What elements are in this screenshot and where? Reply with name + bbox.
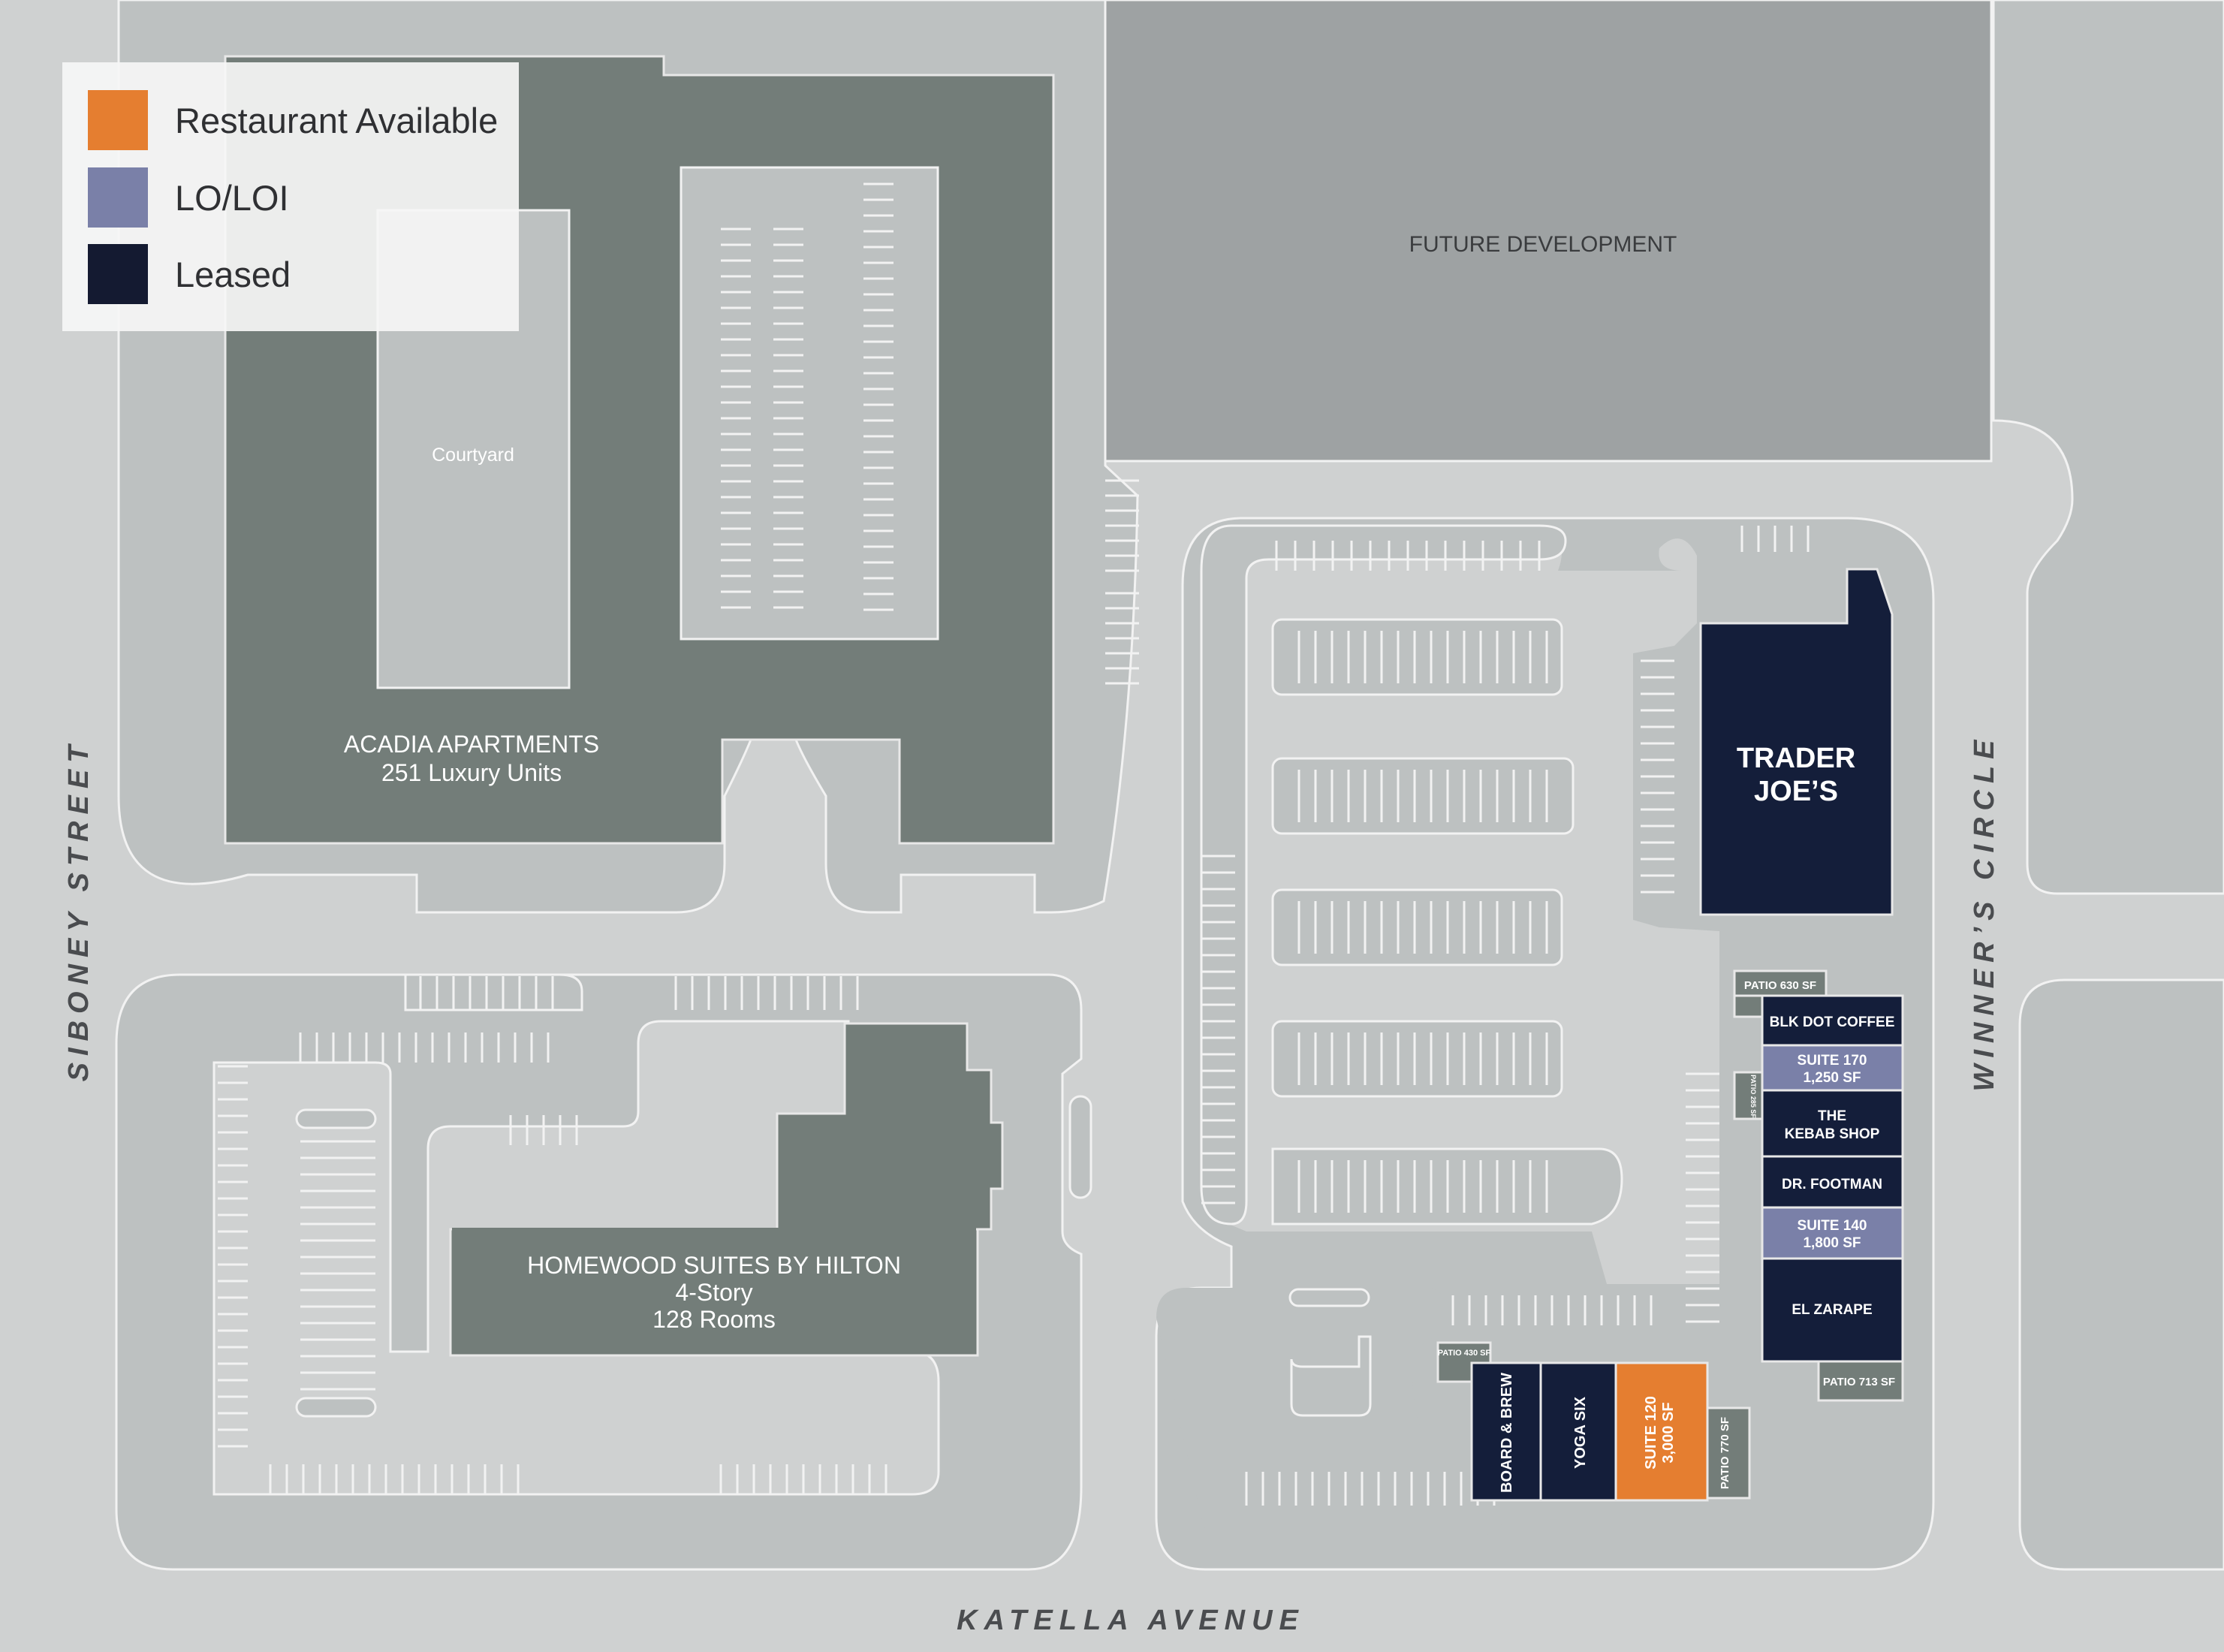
suite-120[interactable] bbox=[1614, 1361, 1709, 1502]
suite-170-size: 1,250 SF bbox=[1803, 1070, 1861, 1086]
el-zarape-suite[interactable] bbox=[1761, 1257, 1904, 1363]
yoga-six-label: YOGA SIX bbox=[1572, 1396, 1589, 1469]
patio-630-label: PATIO 630 SF bbox=[1744, 979, 1816, 992]
kebab-shop-suite[interactable] bbox=[1761, 1089, 1904, 1158]
suite-170[interactable] bbox=[1761, 1044, 1904, 1092]
apartments-units: 251 Luxury Units bbox=[381, 759, 562, 786]
patio-430-label: PATIO 430 SF bbox=[1438, 1349, 1491, 1358]
suite-170-label: SUITE 170 bbox=[1798, 1053, 1867, 1069]
legend: Restaurant Available LO/LOI Leased bbox=[62, 62, 519, 331]
hotel-wing bbox=[776, 1022, 1004, 1231]
legend-label: LO/LOI bbox=[175, 177, 289, 218]
future-development-label: FUTURE DEVELOPMENT bbox=[1409, 232, 1677, 257]
kebab-shop-label: KEBAB SHOP bbox=[1785, 1126, 1880, 1142]
patio-630 bbox=[1733, 969, 1828, 997]
legend-swatch bbox=[88, 244, 148, 304]
kebab-shop-label: THE bbox=[1818, 1108, 1846, 1124]
apartments-name: ACADIA APARTMENTS bbox=[344, 731, 599, 758]
patio-770-label: PATIO 770 SF bbox=[1719, 1417, 1731, 1489]
legend-swatch bbox=[88, 167, 148, 228]
retail-parking-bays bbox=[1271, 618, 1623, 1225]
suite-140-label: SUITE 140 bbox=[1798, 1218, 1867, 1234]
siboney-street-label: SIBONEY STREET bbox=[63, 739, 95, 1082]
suite-140[interactable] bbox=[1761, 1206, 1904, 1260]
future-development-stalls bbox=[1105, 479, 1139, 685]
suite-120-label: SUITE 120 bbox=[1643, 1396, 1659, 1470]
katella-avenue-label: KATELLA AVENUE bbox=[957, 1605, 1305, 1636]
trader-joes-building[interactable] bbox=[1699, 568, 1894, 916]
garage-stalls bbox=[721, 182, 894, 611]
retail-stalls bbox=[1201, 526, 1810, 1506]
trader-joes-label: TRADER bbox=[1737, 743, 1855, 774]
hotel-rooms: 128 Rooms bbox=[652, 1306, 776, 1333]
hotel-median bbox=[1068, 1095, 1092, 1199]
hotel-name: HOMEWOOD SUITES BY HILTON bbox=[527, 1252, 901, 1279]
hotel-stalls bbox=[218, 976, 887, 1494]
east-parcel-north bbox=[1992, 0, 2224, 895]
dr-footman-suite[interactable] bbox=[1761, 1155, 1904, 1209]
hotel-story: 4-Story bbox=[675, 1279, 752, 1306]
tenant-column bbox=[1761, 994, 1904, 1363]
legend-item-restaurant-available: Restaurant Available bbox=[88, 90, 498, 150]
suite-140-size: 1,800 SF bbox=[1803, 1235, 1861, 1251]
legend-label: Restaurant Available bbox=[175, 100, 499, 140]
legend-label: Leased bbox=[175, 254, 291, 294]
blk-dot-coffee-label: BLK DOT COFFEE bbox=[1770, 1014, 1895, 1030]
hotel-seam bbox=[452, 1228, 976, 1231]
patio-285-label: PATIO 285 SF bbox=[1749, 1075, 1757, 1118]
courtyard-label: Courtyard bbox=[432, 445, 514, 466]
retail-island bbox=[1290, 1335, 1372, 1417]
patio-713-label: PATIO 713 SF bbox=[1823, 1376, 1895, 1388]
retail-west-strip bbox=[1200, 524, 1567, 1225]
board-and-brew-label: BOARD & BREW bbox=[1499, 1373, 1515, 1493]
legend-item-lo-loi: LO/LOI bbox=[88, 167, 289, 228]
patio-713 bbox=[1817, 1360, 1904, 1402]
el-zarape-label: EL ZARAPE bbox=[1792, 1302, 1872, 1318]
legend-swatch bbox=[88, 90, 148, 150]
east-parcel-south bbox=[2018, 978, 2224, 1571]
legend-item-leased: Leased bbox=[88, 244, 291, 304]
patio-770 bbox=[1704, 1406, 1751, 1500]
dr-footman-label: DR. FOOTMAN bbox=[1782, 1177, 1882, 1192]
winners-circle-label: WINNER’S CIRCLE bbox=[1969, 734, 2000, 1092]
suite-120-size: 3,000 SF bbox=[1660, 1402, 1677, 1463]
retail-island bbox=[1288, 1288, 1370, 1307]
yoga-six-suite[interactable] bbox=[1539, 1361, 1617, 1502]
trader-joes-label: JOE’S bbox=[1754, 776, 1838, 807]
patio-285 bbox=[1733, 1071, 1764, 1120]
hotel-island bbox=[295, 1108, 377, 1129]
patio-630-lower bbox=[1733, 994, 1764, 1018]
future-development-parcel bbox=[1104, 0, 1993, 463]
hotel-island bbox=[295, 1397, 377, 1418]
apartments-garage bbox=[680, 166, 939, 641]
board-and-brew-suite[interactable] bbox=[1470, 1361, 1542, 1502]
